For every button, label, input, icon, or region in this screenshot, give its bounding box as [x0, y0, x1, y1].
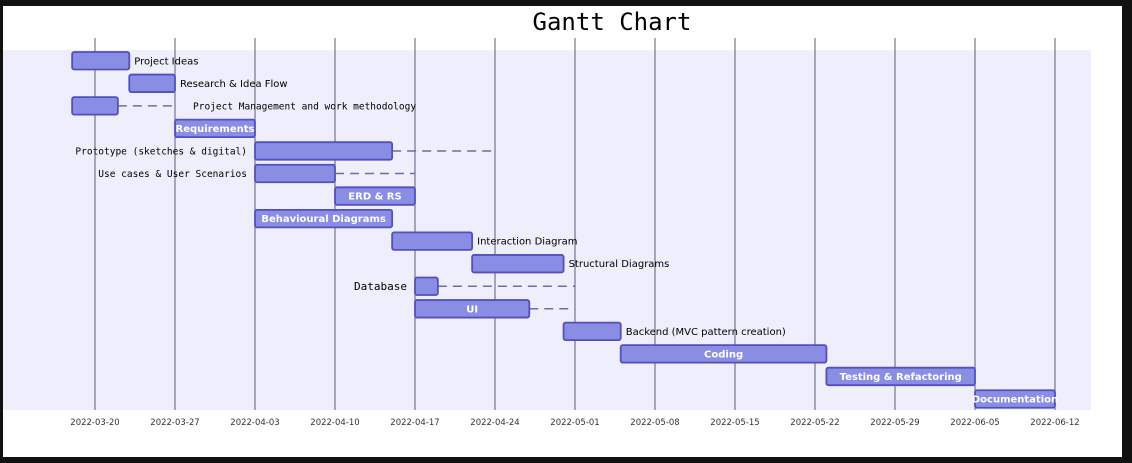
task-bar-requirements[interactable]	[174, 118, 256, 139]
task-bar-testing-refactoring[interactable]	[825, 366, 976, 387]
x-axis-ticks: 2022-03-20 2022-03-27 2022-04-03 2022-04-10…	[70, 418, 1079, 428]
tick-label-2022-03-27: 2022-03-27	[150, 418, 199, 428]
task-bar-database[interactable]	[414, 276, 439, 296]
task-bar-project-management-and-work-methodology[interactable]	[71, 96, 119, 116]
task-label-prototype-sketches-digital: Prototype (sketches & digital)	[75, 146, 247, 157]
task-bar-ui[interactable]	[414, 299, 531, 319]
tick-label-2022-05-08: 2022-05-08	[630, 418, 679, 428]
task-bar-backend-mvc-pattern-creation[interactable]	[562, 321, 622, 342]
task-label-erd-rs: ERD & RS	[348, 192, 401, 203]
task-label-testing-refactoring: Testing & Refactoring	[840, 372, 962, 383]
tick-label-2022-06-12: 2022-06-12	[1030, 418, 1079, 428]
chart-frame: Gantt Chart 2022-03-20 2022-03-27 2022-04-…	[3, 6, 1122, 457]
tick-label-2022-06-05: 2022-06-05	[950, 418, 999, 428]
tick-label-2022-05-01: 2022-05-01	[550, 418, 599, 428]
tick-label-2022-05-29: 2022-05-29	[870, 418, 919, 428]
tick-label-2022-05-22: 2022-05-22	[790, 418, 839, 428]
tick-label-2022-04-24: 2022-04-24	[470, 418, 519, 428]
tick-label-2022-04-10: 2022-04-10	[310, 418, 359, 428]
task-bar-coding[interactable]	[619, 344, 828, 364]
task-label-behavioural-diagrams: Behavioural Diagrams	[261, 214, 386, 225]
task-label-structural-diagrams: Structural Diagrams	[569, 259, 670, 270]
task-label-database: Database	[354, 280, 407, 293]
task-bar-research-idea-flow[interactable]	[128, 73, 176, 93]
tick-label-2022-04-17: 2022-04-17	[390, 418, 439, 428]
task-label-requirements: Requirements	[176, 124, 255, 135]
task-bars	[71, 51, 1056, 409]
task-label-project-management-and-work-methodology: Project Management and work methodology	[193, 101, 416, 112]
chart-title: Gantt Chart	[533, 8, 692, 36]
task-label-use-cases-user-scenarios: Use cases & User Scenarios	[98, 169, 247, 180]
task-bar-use-cases-user-scenarios[interactable]	[254, 163, 336, 184]
task-label-ui: UI	[466, 304, 478, 315]
dependency-lines	[117, 105, 575, 310]
task-bar-behavioural-diagrams[interactable]	[254, 208, 394, 229]
task-bar-project-ideas[interactable]	[71, 51, 131, 71]
task-label-coding: Coding	[704, 349, 743, 360]
tick-label-2022-03-20: 2022-03-20	[70, 418, 119, 428]
tick-label-2022-05-15: 2022-05-15	[710, 418, 759, 428]
task-label-documentation: Documentation	[972, 395, 1058, 406]
task-label-research-idea-flow: Research & Idea Flow	[180, 79, 288, 90]
task-label-backend-mvc-pattern-creation: Backend (MVC pattern creation)	[626, 327, 786, 338]
task-bar-documentation[interactable]	[974, 389, 1056, 409]
task-bar-structural-diagrams[interactable]	[471, 254, 565, 274]
task-bar-erd-rs[interactable]	[334, 186, 416, 206]
task-label-interaction-diagram: Interaction Diagram	[477, 237, 577, 248]
task-bar-interaction-diagram[interactable]	[391, 231, 474, 251]
tick-label-2022-04-03: 2022-04-03	[230, 418, 279, 428]
chart-band	[3, 50, 1091, 410]
gantt-chart: Gantt Chart 2022-03-20 2022-03-27 2022-04-…	[3, 8, 1091, 428]
task-bar-prototype-sketches-digital[interactable]	[254, 141, 394, 161]
task-label-project-ideas: Project Ideas	[134, 56, 198, 67]
